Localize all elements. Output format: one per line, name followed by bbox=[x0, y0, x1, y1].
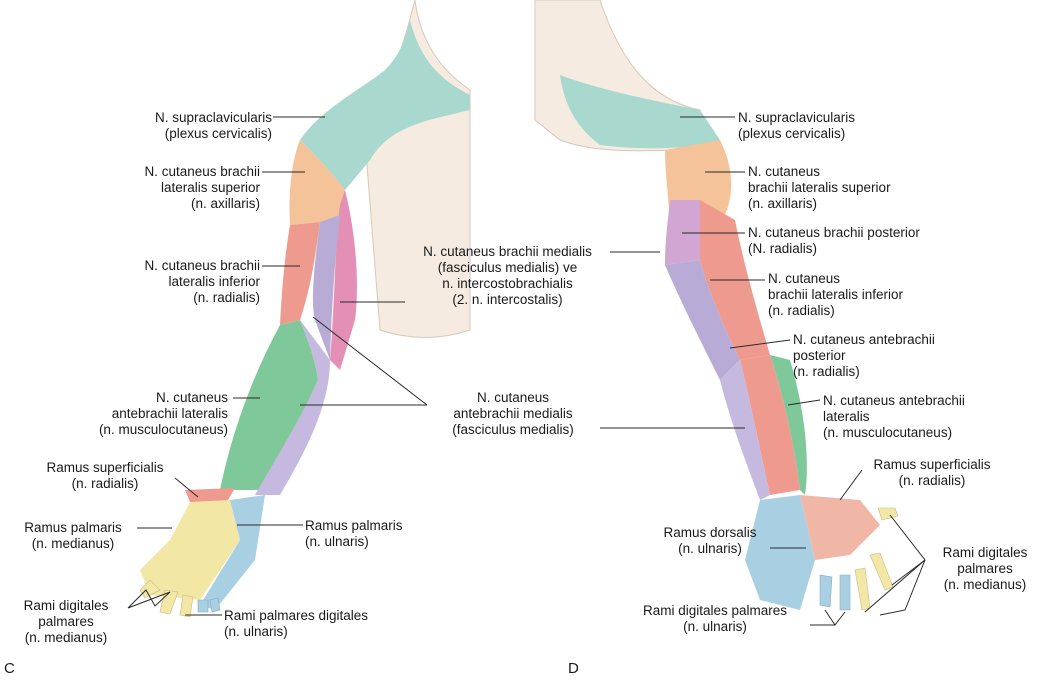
label-line: Ramus superficialis bbox=[852, 457, 1012, 473]
label-c-antebrach-medialis: N. cutaneus antebrachii medialis (fascic… bbox=[428, 390, 598, 438]
label-line: lateralis superior bbox=[100, 180, 260, 196]
label-line: N. cutaneus bbox=[748, 164, 938, 180]
label-line: (n. radialis) bbox=[768, 303, 958, 319]
label-line: Rami digitales bbox=[925, 545, 1045, 561]
label-line: Ramus palmaris bbox=[305, 518, 435, 534]
label-line: (n. ulnaris) bbox=[650, 541, 770, 557]
label-line: (n. ulnaris) bbox=[305, 534, 435, 550]
leader-r-rami-dig-med-c bbox=[865, 560, 925, 612]
label-r-brach-lat-inf: N. cutaneus brachii lateralis inferior (… bbox=[768, 271, 958, 319]
label-r-brach-lat-sup: N. cutaneus brachii lateralis superior (… bbox=[748, 164, 938, 212]
panel-letter-d: D bbox=[568, 660, 579, 677]
label-r-ramus-superf: Ramus superficialis (n. radialis) bbox=[852, 457, 1012, 489]
label-line: (n. medianus) bbox=[925, 577, 1045, 593]
label-l-ramus-superf: Ramus superficialis (n. radialis) bbox=[30, 460, 180, 492]
label-line: (n. musculocutaneus) bbox=[28, 422, 228, 438]
label-line: posterior bbox=[793, 348, 993, 364]
label-line: (n. axillaris) bbox=[748, 196, 938, 212]
label-line: N. supraclavicularis bbox=[112, 110, 272, 126]
label-r-rami-dig-med: Rami digitales palmares (n. medianus) bbox=[925, 545, 1045, 593]
label-line: (n. medianus) bbox=[8, 536, 138, 552]
label-line: N. cutaneus bbox=[768, 271, 958, 287]
label-line: (n. radialis) bbox=[100, 290, 260, 306]
label-line: (fasciculus medialis) ve bbox=[405, 260, 610, 276]
label-r-antebrach-lat: N. cutaneus antebrachii lateralis (n. mu… bbox=[823, 393, 1023, 441]
label-line: (n. radialis) bbox=[30, 476, 180, 492]
label-line: Ramus dorsalis bbox=[650, 525, 770, 541]
label-line: Rami digitales bbox=[6, 598, 126, 614]
right-finger-5 bbox=[820, 575, 832, 607]
label-line: palmares bbox=[925, 561, 1045, 577]
label-line: N. cutaneus bbox=[28, 390, 228, 406]
label-line: N. cutaneus antebrachii bbox=[793, 332, 993, 348]
left-finger-3 bbox=[180, 595, 193, 617]
label-r-rami-dig-uln: Rami digitales palmares (n. ulnaris) bbox=[620, 603, 810, 635]
label-line: Ramus superficialis bbox=[30, 460, 180, 476]
label-line: (plexus cervicalis) bbox=[738, 126, 908, 142]
label-l-rami-pal-dig-uln: Rami palmares digitales (n. ulnaris) bbox=[224, 608, 414, 640]
label-l-brach-lat-sup: N. cutaneus brachii lateralis superior (… bbox=[100, 164, 260, 212]
label-r-brach-post: N. cutaneus brachii posterior (N. radial… bbox=[748, 225, 978, 257]
right-finger-3 bbox=[855, 568, 870, 610]
label-line: N. cutaneus antebrachii bbox=[823, 393, 1023, 409]
label-line: (N. radialis) bbox=[748, 241, 978, 257]
label-line: brachii lateralis superior bbox=[748, 180, 938, 196]
label-line: lateralis inferior bbox=[100, 274, 260, 290]
panel-letter-c: C bbox=[4, 660, 15, 677]
label-line: N. cutaneus brachii posterior bbox=[748, 225, 978, 241]
label-line: N. cutaneus brachii bbox=[100, 164, 260, 180]
label-line: (2. n. intercostalis) bbox=[405, 292, 610, 308]
label-line: antebrachii medialis bbox=[428, 406, 598, 422]
label-line: (n. ulnaris) bbox=[620, 619, 810, 635]
label-r-antebrach-post: N. cutaneus antebrachii posterior (n. ra… bbox=[793, 332, 993, 380]
left-finger-4 bbox=[198, 600, 208, 612]
label-l-ramus-palm-uln: Ramus palmaris (n. ulnaris) bbox=[305, 518, 435, 550]
label-line: N. cutaneus bbox=[428, 390, 598, 406]
label-r-supraclav: N. supraclavicularis (plexus cervicalis) bbox=[738, 110, 908, 142]
label-line: n. intercostobrachialis bbox=[405, 276, 610, 292]
leader-r-rami-dig-uln-b bbox=[825, 610, 835, 625]
right-finger-1 bbox=[878, 508, 898, 520]
label-line: palmares bbox=[6, 614, 126, 630]
right-finger-4 bbox=[840, 575, 850, 610]
label-line: lateralis bbox=[823, 409, 1023, 425]
label-line: (n. ulnaris) bbox=[224, 624, 414, 640]
label-line: (n. axillaris) bbox=[100, 196, 260, 212]
label-line: N. cutaneus brachii bbox=[100, 258, 260, 274]
label-r-ramus-dors: Ramus dorsalis (n. ulnaris) bbox=[650, 525, 770, 557]
label-line: N. supraclavicularis bbox=[738, 110, 908, 126]
label-l-supraclav: N. supraclavicularis (plexus cervicalis) bbox=[112, 110, 272, 142]
label-line: Rami palmares digitales bbox=[224, 608, 414, 624]
label-line: (n. radialis) bbox=[852, 473, 1012, 489]
label-line: Rami digitales palmares bbox=[620, 603, 810, 619]
label-line: (fasciculus medialis) bbox=[428, 422, 598, 438]
label-l-rami-dig-med: Rami digitales palmares (n. medianus) bbox=[6, 598, 126, 646]
label-line: (n. musculocutaneus) bbox=[823, 425, 1023, 441]
left-finger-5 bbox=[210, 598, 220, 612]
label-l-antebrach-lat: N. cutaneus antebrachii lateralis (n. mu… bbox=[28, 390, 228, 438]
right-finger-2 bbox=[870, 553, 893, 590]
label-line: N. cutaneus brachii medialis bbox=[405, 244, 610, 260]
label-line: (n. radialis) bbox=[793, 364, 993, 380]
label-line: Ramus palmaris bbox=[8, 520, 138, 536]
label-line: (n. medianus) bbox=[6, 630, 126, 646]
label-l-brach-lat-inf: N. cutaneus brachii lateralis inferior (… bbox=[100, 258, 260, 306]
label-c-brach-medialis: N. cutaneus brachii medialis (fasciculus… bbox=[405, 244, 610, 308]
label-line: brachii lateralis inferior bbox=[768, 287, 958, 303]
label-line: antebrachii lateralis bbox=[28, 406, 228, 422]
label-line: (plexus cervicalis) bbox=[112, 126, 272, 142]
label-l-ramus-palm-med: Ramus palmaris (n. medianus) bbox=[8, 520, 138, 552]
